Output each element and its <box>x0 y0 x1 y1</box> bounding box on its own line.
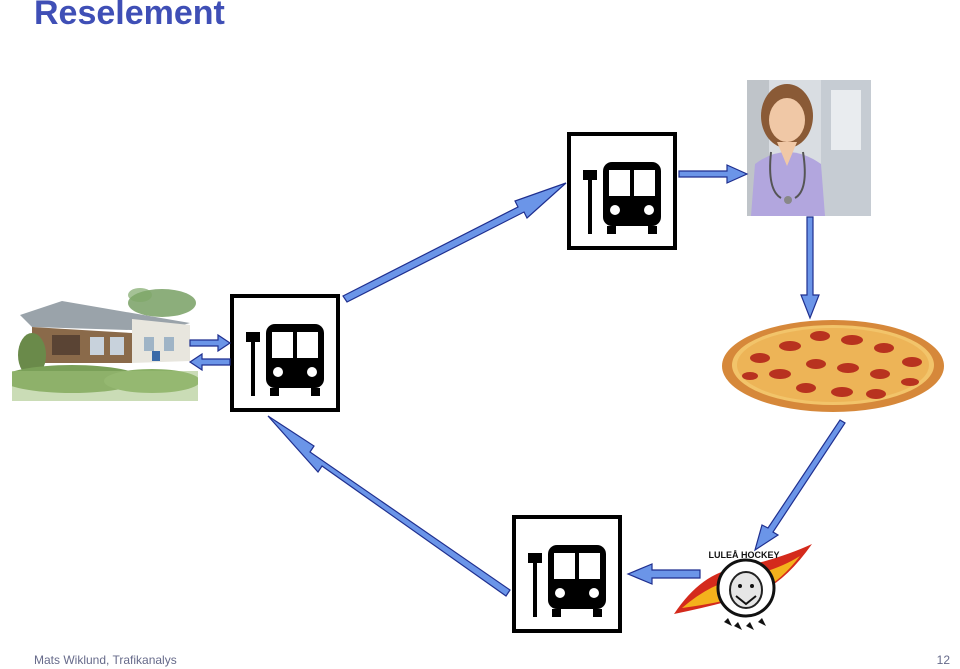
page-number: 12 <box>936 653 950 667</box>
arrow-pizza-to-hockey <box>753 419 846 552</box>
slide-title: Reselement <box>34 0 225 32</box>
arrow-hockey-to-stop3 <box>626 563 701 585</box>
arrow-stop2-to-nurse <box>678 164 749 184</box>
arrow-stop1-to-stop2 <box>342 182 567 303</box>
arrow-stop3-to-stop1 <box>267 415 511 597</box>
pizza-picture <box>720 318 946 414</box>
footer-author: Mats Wiklund, Trafikanalys <box>34 653 177 667</box>
arrow-stop-to-house <box>188 352 231 372</box>
bus-stop-icon <box>567 132 677 250</box>
bus-stop-icon <box>230 294 340 412</box>
bus-stop-icon <box>512 515 622 633</box>
hockey-logo-text: LULEÅ HOCKEY <box>708 550 779 560</box>
arrow-house-to-stop <box>189 333 232 353</box>
hockey-team-logo: LULEÅ HOCKEY <box>672 538 814 634</box>
house-picture <box>2 283 200 401</box>
arrow-nurse-to-pizza <box>800 216 820 320</box>
nurse-picture <box>747 80 871 216</box>
